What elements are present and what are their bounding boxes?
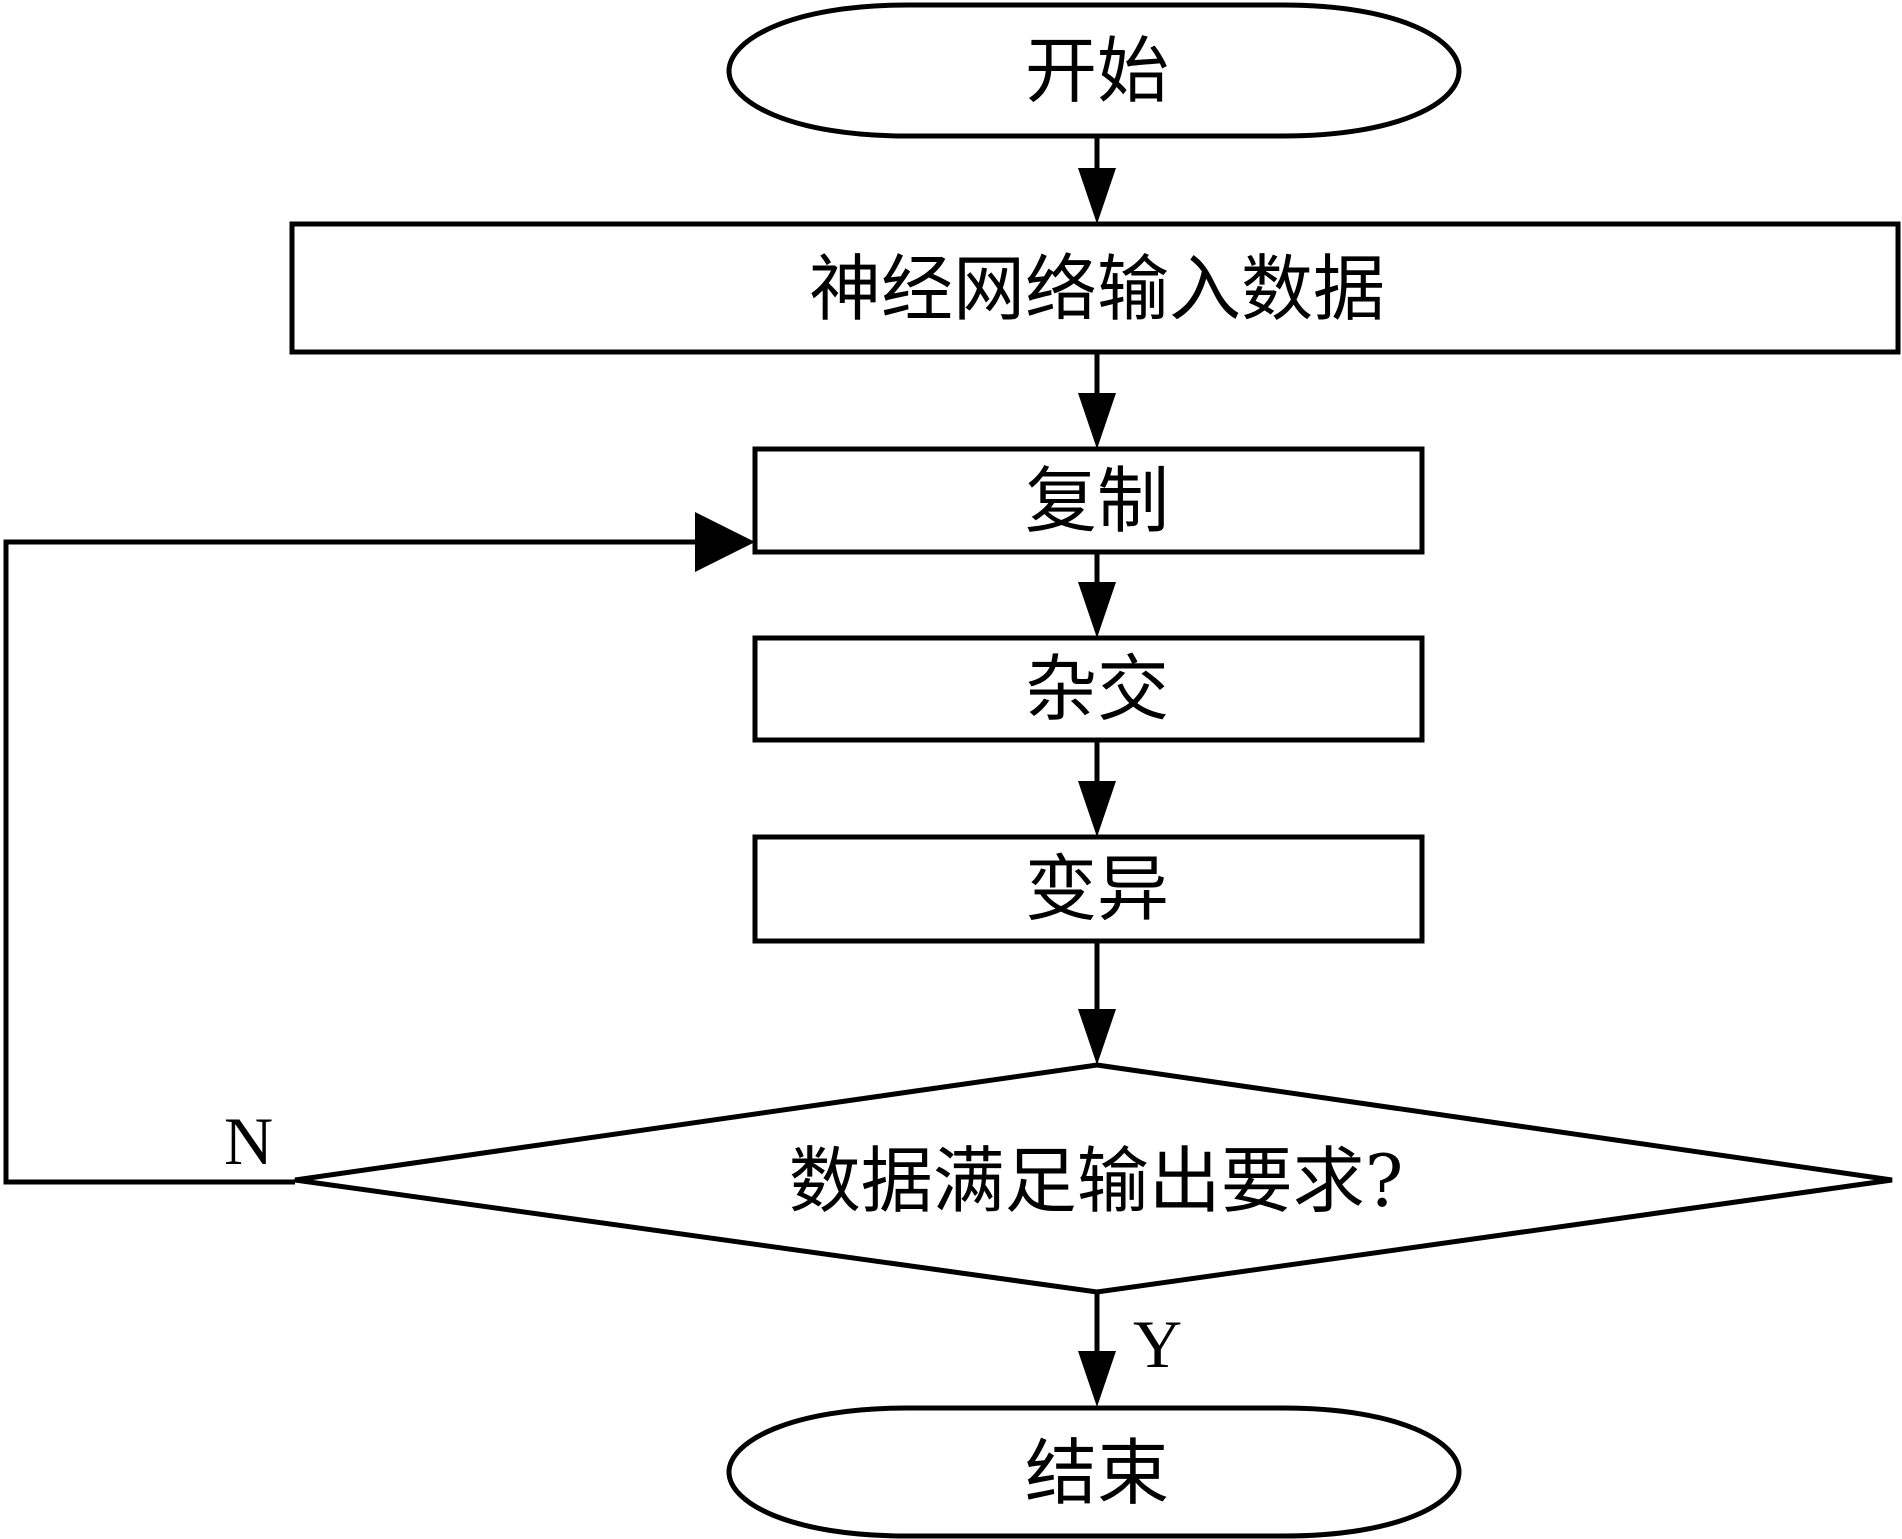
mutation-process-box <box>752 834 1425 944</box>
crossover-process-box <box>752 635 1425 743</box>
decision-node: 数据满足输出要求? <box>294 1062 1893 1295</box>
arrow-start-to-input <box>1078 137 1116 224</box>
arrowhead-icon <box>1078 781 1116 837</box>
copy-label: 复制 <box>1025 459 1169 543</box>
end-node: 结束 <box>726 1405 1462 1539</box>
arrowhead-icon <box>1078 1009 1116 1065</box>
decision-label: 数据满足输出要求? <box>789 1139 1404 1223</box>
yes-label: Y <box>1133 1306 1182 1382</box>
input-node: 神经网络输入数据 <box>289 221 1901 355</box>
arrowhead-icon <box>1078 168 1116 224</box>
mutation-label: 变异 <box>1025 847 1169 931</box>
start-label: 开始 <box>1025 29 1169 113</box>
loop-connector-line <box>3 539 700 1185</box>
end-terminator-shape <box>726 1405 1462 1539</box>
arrow-copy-to-crossover <box>1078 552 1116 638</box>
copy-node: 复制 <box>752 446 1425 555</box>
crossover-label: 杂交 <box>1025 647 1169 731</box>
arrowhead-icon <box>1078 1351 1116 1407</box>
arrowhead-icon <box>1078 393 1116 449</box>
arrow-input-to-copy <box>1078 352 1116 449</box>
mutation-node: 变异 <box>752 834 1425 944</box>
arrowhead-icon <box>695 512 755 572</box>
arrow-decision-to-end: Y <box>1078 1292 1182 1407</box>
arrow-crossover-to-mutation <box>1078 740 1116 837</box>
input-label: 神经网络输入数据 <box>809 247 1385 331</box>
start-node: 开始 <box>726 2 1462 139</box>
no-label: N <box>224 1103 273 1179</box>
input-process-box <box>289 221 1901 355</box>
arrow-mutation-to-decision <box>1078 941 1116 1065</box>
copy-process-box <box>752 446 1425 555</box>
end-label: 结束 <box>1025 1431 1169 1515</box>
start-terminator-shape <box>726 2 1462 139</box>
arrow-decision-to-copy-loop: N <box>3 512 755 1185</box>
arrowhead-icon <box>1078 582 1116 638</box>
crossover-node: 杂交 <box>752 635 1425 743</box>
